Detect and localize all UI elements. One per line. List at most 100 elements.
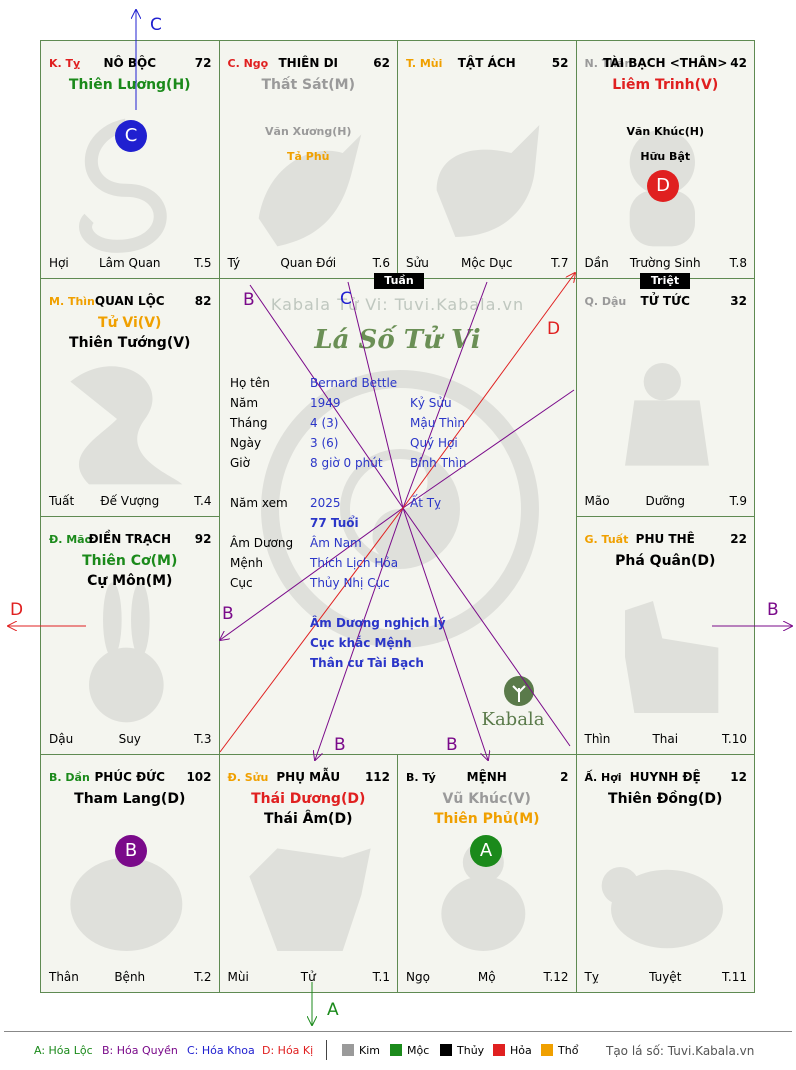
hoa-quyen-badge: B xyxy=(115,835,147,867)
palace-stem: G. Tuất xyxy=(584,533,629,546)
legend-thuy: Thủy xyxy=(440,1044,484,1057)
info-label: Tháng xyxy=(230,416,268,430)
legend-hoa-label: Hỏa xyxy=(510,1044,532,1057)
info-label: Ngày xyxy=(230,436,262,450)
palace-period: T.9 xyxy=(729,494,747,508)
palace-number: 112 xyxy=(364,770,390,784)
palace-name: NÔ BỘC xyxy=(103,56,157,70)
palace-branch: Sửu xyxy=(406,256,429,270)
palace-number: 32 xyxy=(730,294,747,308)
major-star: Vũ Khúc(V) xyxy=(442,791,531,807)
palace-branch: Dần xyxy=(584,256,609,270)
palace-branch: Mùi xyxy=(227,970,249,984)
legend-hoa-ki: D: Hóa Kị xyxy=(262,1044,314,1057)
palace-name: MỆNH xyxy=(466,770,507,784)
palace-branch: Tỵ xyxy=(584,970,599,984)
info-value: 2025 xyxy=(310,496,341,510)
legend: A: Hóa Lộc B: Hóa Quyền C: Hóa Khoa D: H… xyxy=(0,1034,796,1070)
info-value: Bernard Bettle xyxy=(310,376,398,390)
major-star: Thiên Đồng(D) xyxy=(608,791,723,807)
legend-kim-label: Kim xyxy=(359,1044,380,1057)
palace-stage: Bệnh xyxy=(114,970,146,984)
minor-star: Hữu Bật xyxy=(640,150,691,163)
info-value: Thủy Nhị Cục xyxy=(310,576,390,590)
chart-note: Âm Dương nghịch lý xyxy=(310,616,446,630)
palace-name: TÀI BẠCH <THÂN> xyxy=(603,56,728,70)
info-value: 1949 xyxy=(310,396,341,410)
kabala-tree-icon xyxy=(503,676,534,706)
palace-stem: T. Mùi xyxy=(406,57,443,70)
palace-stem: Ấ. Hợi xyxy=(584,771,622,784)
info-value: Âm Nam xyxy=(310,536,362,550)
palace-stage: Thai xyxy=(652,732,679,746)
major-star: Liêm Trinh(V) xyxy=(612,77,719,93)
kim-swatch xyxy=(342,1044,354,1056)
palace-stem: K. Tỵ xyxy=(49,57,81,70)
major-star: Tham Lang(D) xyxy=(74,791,186,807)
palace-name: ĐIỀN TRẠCH xyxy=(88,532,172,546)
palace-stage: Quan Đới xyxy=(280,256,337,270)
palace-stem: C. Ngọ xyxy=(227,57,269,70)
palace-stem: N. Thân xyxy=(584,57,633,70)
legend-tho: Thổ xyxy=(541,1044,578,1057)
major-star: Thiên Lương(H) xyxy=(68,77,191,93)
info-value-lunar: Ất Tỵ xyxy=(410,496,442,510)
palace-stage: Đế Vượng xyxy=(100,494,160,508)
palace-number: 2 xyxy=(560,770,569,784)
major-star: Phá Quân(D) xyxy=(615,553,716,569)
info-value: Thích Lịch Hỏa xyxy=(310,556,399,570)
credit-link[interactable]: Tạo lá số: Tuvi.Kabala.vn xyxy=(606,1044,755,1058)
palace-period: T.12 xyxy=(543,970,569,984)
palace-stage: Mộ xyxy=(477,970,496,984)
legend-hoa-khoa: C: Hóa Khoa xyxy=(187,1044,255,1057)
zodiac-animal-icon xyxy=(248,848,371,951)
palace-stem: Đ. Mão xyxy=(49,533,93,546)
palace-stem: M. Thìn xyxy=(49,295,95,308)
palace-period: T.1 xyxy=(372,970,390,984)
zodiac-animal-icon xyxy=(629,129,695,247)
zodiac-animal-icon xyxy=(89,582,164,723)
palace-branch: Tý xyxy=(227,256,241,270)
info-value: 3 (6) xyxy=(310,436,339,450)
legend-divider xyxy=(326,1040,327,1060)
palace-name: PHỤ MẪU xyxy=(276,770,341,784)
palace-period: T.11 xyxy=(722,970,747,984)
major-star: Thái Âm(D) xyxy=(264,811,353,827)
minor-star: Tả Phù xyxy=(287,150,330,163)
major-star: Thiên Phủ(M) xyxy=(433,811,540,827)
palace-period: T.2 xyxy=(194,970,212,984)
info-label: Năm xem xyxy=(230,496,288,510)
palace-branch: Hợi xyxy=(49,256,69,270)
palace-stem: Q. Dậu xyxy=(584,295,627,308)
tho-swatch xyxy=(541,1044,553,1056)
legend-hoa: Hỏa xyxy=(493,1044,532,1057)
info-label: Họ tên xyxy=(230,376,270,390)
palace-name: TẬT ÁCH xyxy=(457,56,516,70)
chart-note: Thân cư Tài Bạch xyxy=(310,656,424,670)
palace-period: T.10 xyxy=(722,732,747,746)
zodiac-animal-icon xyxy=(601,867,723,949)
legend-hoa-quyen: B: Hóa Quyền xyxy=(102,1044,178,1057)
legend-tho-label: Thổ xyxy=(558,1044,579,1057)
info-value-lunar: Bính Thìn xyxy=(410,456,467,470)
palace-number: 102 xyxy=(186,770,212,784)
info-value: 77 Tuổi xyxy=(310,516,359,530)
palace-period: T.6 xyxy=(372,256,390,270)
info-value-lunar: Mậu Thìn xyxy=(410,416,466,430)
palace-name: HUYNH ĐỆ xyxy=(629,770,701,784)
palace-number: 42 xyxy=(730,56,747,70)
info-label: Mệnh xyxy=(230,556,263,570)
